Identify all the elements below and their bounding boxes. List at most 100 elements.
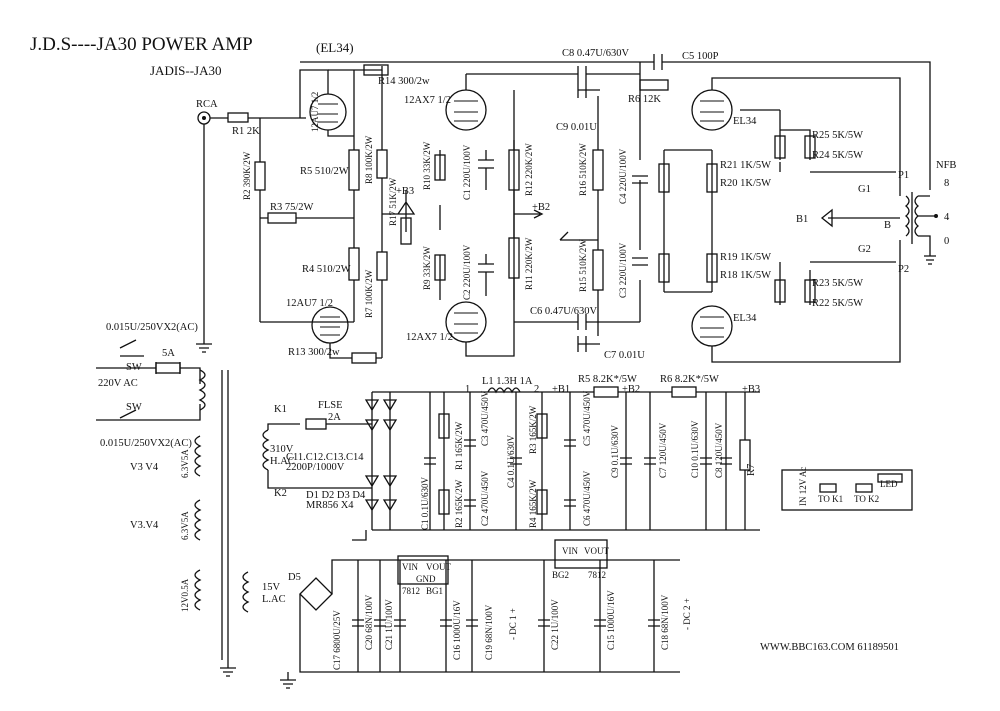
- resistor-r6-fb: [639, 79, 669, 91]
- resistor-r17: [400, 217, 412, 245]
- r23-label: R23 5K/5W: [812, 278, 863, 289]
- b-label: B: [884, 220, 891, 231]
- input-stage: RCA R1 2K R2 390K/2W R3 75/2W R5 510/2W …: [196, 70, 360, 353]
- pr1-label: R1 165K/2W: [454, 421, 464, 470]
- bg2-label: BG2: [552, 570, 569, 580]
- c3-label: C3 220U/100V: [618, 242, 628, 298]
- k1-label: K1: [274, 404, 287, 415]
- resistor-r6-ps: [671, 386, 697, 398]
- c22-label: C22 1U/100V: [550, 599, 560, 650]
- dc1-label: - DC 1 +: [508, 608, 518, 640]
- r13-label: R13 300/2w: [288, 347, 340, 358]
- p1-label: P1: [898, 170, 909, 181]
- r12-label: R12 220K/2W: [524, 143, 534, 196]
- b3-label: +B3: [396, 186, 414, 197]
- r11-label: R11 220K/2W: [524, 237, 534, 290]
- c18-label: C18 68N/100V: [660, 594, 670, 650]
- r20-label: R20 1K/5W: [720, 178, 771, 189]
- plus-b1-label: +B1: [552, 384, 570, 395]
- resistor-r5: [348, 149, 360, 191]
- resistor-r8: [376, 149, 388, 179]
- r14-label: R14 300/2w: [378, 76, 430, 87]
- footer-url: WWW.BBC163.COM 61189501: [760, 642, 899, 653]
- resistor-r3: [267, 212, 297, 224]
- pr4-label: R4 165K/2W: [528, 479, 538, 528]
- r22-label: R22 5K/5W: [812, 298, 863, 309]
- tok2-label: TO K2: [854, 494, 879, 504]
- relay-board: IN 12V Ac TO K1 TO K2 LED: [781, 467, 913, 511]
- pc4-label: C4 0.1U/630V: [506, 434, 516, 488]
- r15-label: R15 510K/2W: [578, 239, 588, 292]
- el34-bot-label: EL34: [733, 313, 757, 324]
- d5-label: D5: [288, 572, 301, 583]
- r5-label: R5 510/2W: [300, 166, 349, 177]
- resistor-r4: [348, 247, 360, 281]
- b1-label: B1: [796, 214, 808, 225]
- v3v4b-label: V3.V4: [130, 520, 159, 531]
- b2-label: +B2: [532, 202, 550, 213]
- node-1-label: 1: [465, 384, 470, 395]
- hv-supply: K1 K2 310V H.AC FLSE 2A C11.C12.C13.C14 …: [262, 374, 760, 541]
- resistor-r1: [227, 112, 249, 123]
- pr3-label: R3 165K/2W: [528, 405, 538, 454]
- r6-label: R6 12K: [628, 94, 661, 105]
- r7-label: R7 100K/2W: [364, 269, 374, 318]
- tap-0-label: 0: [944, 236, 949, 247]
- pc10-label: C10 0.1U/630V: [690, 420, 700, 478]
- choke-l1: [487, 387, 521, 394]
- c11-label: C11.C12.C13.C14: [286, 452, 364, 463]
- coupling-network: C8 0.47U/630V C9 0.01U C6 0.47U/630V C7 …: [300, 48, 931, 361]
- pc3-label: C3 470U/450V: [480, 390, 490, 446]
- pc7-label: C7 120U/450V: [658, 422, 668, 478]
- lac-label: L.AC: [262, 594, 286, 605]
- c2-label: C2 220U/100V: [462, 244, 472, 300]
- resistor-r12: [508, 149, 520, 191]
- pc2-label: C2 470U/450V: [480, 470, 490, 526]
- output-transformer-primary: [904, 195, 910, 237]
- mains-cap2-label: 0.015U/250VX2(AC): [100, 438, 192, 449]
- regulator-bg1: [397, 555, 449, 585]
- lv-supply: 15V L.AC D5 VIN VOUT GND 7812 BG1 VIN VO…: [242, 539, 692, 689]
- resistor-r14: [363, 64, 389, 76]
- r6-ps-label: R6 8.2K*/5W: [660, 374, 719, 385]
- pc8-label: C8 120U/450V: [714, 422, 724, 478]
- c16-label: C16 1000U/16V: [452, 600, 462, 660]
- bridge-d5: [299, 577, 333, 611]
- rca-label: RCA: [196, 99, 218, 110]
- plus-b3-label: +B3: [742, 384, 760, 395]
- hv-secondary-winding: [262, 429, 270, 471]
- resistor-r7-ps: [739, 439, 751, 471]
- output-stage: EL34 EL34 C4 220U/100V C3 220U/100V R21 …: [618, 77, 956, 363]
- resistor-r9: [434, 254, 446, 281]
- v3v4a-label: V3 V4: [130, 462, 159, 473]
- el34-top-tube: [691, 89, 733, 131]
- r24-label: R24 5K/5W: [812, 150, 863, 161]
- r9-label: R9 33K/2W: [422, 246, 432, 290]
- r16-label: R16 510K/2W: [578, 143, 588, 196]
- bridge-rectifier-diodes: [364, 399, 380, 512]
- p2-label: P2: [898, 264, 909, 275]
- resistor-r16: [592, 149, 604, 191]
- ground-icon: [196, 336, 212, 353]
- r2-label: R2 390K/2W: [242, 151, 252, 200]
- c6-label: C6 0.47U/630V: [530, 306, 598, 317]
- diodes-label: D1 D2 D3 D4: [306, 490, 366, 501]
- l1-label: L1 1.3H 1A: [482, 376, 533, 387]
- mr856-label: MR856 X4: [306, 500, 354, 511]
- resistor-r5-ps: [593, 386, 619, 398]
- tap-4-label: 4: [944, 212, 950, 223]
- resistor-r11: [508, 237, 520, 279]
- fuse-2a-label: 2A: [328, 412, 341, 423]
- g2-label: G2: [858, 244, 871, 255]
- c8-label: C8 0.47U/630V: [562, 48, 630, 59]
- tube-type-label: (EL34): [316, 40, 354, 55]
- bg2-vin-label: VIN: [562, 546, 578, 556]
- sw-label-2: SW: [126, 402, 142, 413]
- c5-label: C5 100P: [682, 51, 719, 62]
- gnd1-label: GND: [416, 574, 436, 584]
- r19-label: R19 1K/5W: [720, 252, 771, 263]
- nfb-label: NFB: [936, 160, 956, 171]
- flse-label: FLSE: [318, 400, 343, 411]
- c4-label: C4 220U/100V: [618, 148, 628, 204]
